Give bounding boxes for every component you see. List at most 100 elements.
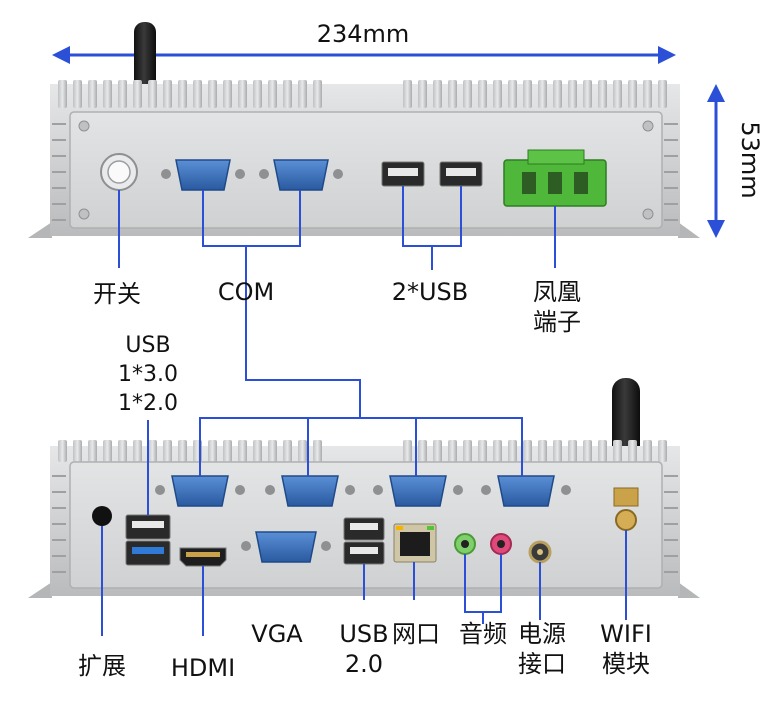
heatsink-fin [433, 80, 442, 108]
heatsink-fin [298, 440, 307, 462]
heatsink-fin [253, 80, 262, 108]
audio-jack-pink[interactable] [490, 533, 512, 555]
label-usb-rear-line2: 1*3.0 [118, 362, 178, 387]
phoenix-slot-icon [522, 172, 536, 194]
front-side-grooves [52, 123, 678, 221]
hex-screw-icon [373, 485, 383, 495]
heatsink-fin [118, 440, 127, 462]
front-screw-tl [78, 120, 90, 132]
dc-power-jack[interactable] [528, 540, 552, 564]
power-switch[interactable] [100, 153, 138, 191]
rear-com-port-1[interactable] [155, 475, 245, 507]
hex-screw-icon [561, 485, 571, 495]
front-com-port-2[interactable] [259, 159, 343, 191]
label-lan: 网口 [392, 620, 440, 648]
front-com-port-1[interactable] [161, 159, 245, 191]
heatsink-fin [433, 440, 442, 462]
rear-com-port-4[interactable] [481, 475, 571, 507]
heatsink-fin [238, 440, 247, 462]
rear-usb-label: USB 1*3.0 1*2.0 [118, 333, 178, 416]
heatsink-fin [628, 440, 637, 462]
heatsink-fin [598, 80, 607, 108]
heatsink-fin [568, 440, 577, 462]
hdmi-pins-icon [186, 552, 220, 557]
callout-com-rear-bracket [199, 417, 523, 476]
heatsink-fin [283, 440, 292, 462]
heatsink-fin [448, 440, 457, 462]
front-usb-port-1[interactable] [381, 161, 425, 187]
heatsink-fin [268, 440, 277, 462]
usb-tongue-icon [388, 168, 418, 176]
heatsink-fin [553, 80, 562, 108]
heatsink-fin [88, 440, 97, 462]
heatsink-fin [418, 80, 427, 108]
hex-screw-icon [155, 485, 165, 495]
label-com: COM [218, 278, 274, 306]
front-labels: 开关 COM 2*USB 凤凰 端子 [93, 278, 581, 336]
rear-usb-stack[interactable] [125, 514, 171, 566]
height-label: 53mm [736, 121, 764, 198]
label-power-switch: 开关 [93, 280, 141, 308]
heatsink-fin [253, 440, 262, 462]
hdmi-port[interactable] [179, 547, 227, 567]
heatsink-fin [178, 80, 187, 108]
rear-heatsink-fins [58, 440, 667, 462]
heatsink-fin [493, 80, 502, 108]
heatsink-fin [568, 80, 577, 108]
lan-socket-icon [400, 532, 430, 556]
heatsink-fin [73, 80, 82, 108]
phoenix-terminal[interactable] [503, 149, 607, 207]
rear-com-port-3[interactable] [373, 475, 463, 507]
front-usb-port-2[interactable] [439, 161, 483, 187]
callout-com-front [202, 190, 301, 247]
vga-port[interactable] [241, 531, 331, 563]
front-screw-br [642, 208, 654, 220]
front-screw-bl [78, 208, 90, 220]
db9-connector-icon [175, 159, 231, 191]
jack-hole-icon [461, 540, 469, 548]
front-right-foot [678, 222, 700, 238]
width-arrow-left-head [52, 46, 70, 64]
expansion-port[interactable] [92, 506, 112, 526]
heatsink-fin [583, 80, 592, 108]
front-antenna [134, 22, 156, 92]
width-label: 234mm [317, 20, 410, 48]
front-screw-tr [642, 120, 654, 132]
jack-hole-icon [497, 540, 505, 548]
heatsink-fin [538, 440, 547, 462]
heatsink-fin [178, 440, 187, 462]
heatsink-fin [58, 440, 67, 462]
audio-jack-green[interactable] [454, 533, 476, 555]
heatsink-fin [598, 440, 607, 462]
heatsink-fin [73, 440, 82, 462]
hex-screw-icon [333, 169, 343, 179]
db9-connector-icon [273, 159, 329, 191]
wifi-antenna-base-icon [613, 487, 639, 507]
rear-usb20-stack[interactable] [343, 517, 385, 565]
heatsink-fin [538, 80, 547, 108]
heatsink-fin [268, 80, 277, 108]
heatsink-fin [403, 80, 412, 108]
heatsink-fin [163, 440, 172, 462]
rear-com-port-2[interactable] [265, 475, 355, 507]
label-usb-rear-line1: USB [125, 333, 170, 358]
label-usb20-line2: 2.0 [345, 650, 383, 678]
heatsink-fin [658, 80, 667, 108]
heatsink-fin [658, 440, 667, 462]
heatsink-fin [463, 80, 472, 108]
label-power-line1: 电源 [518, 620, 566, 648]
heatsink-fin [103, 440, 112, 462]
heatsink-fin [133, 80, 142, 108]
heatsink-fin [133, 440, 142, 462]
heatsink-fin [523, 440, 532, 462]
wifi-module[interactable] [615, 509, 637, 531]
db9-connector-icon [281, 475, 339, 507]
sma-connector-icon [615, 509, 637, 531]
front-left-foot [28, 222, 52, 238]
lan-port[interactable] [393, 523, 437, 563]
dc-pin-icon [537, 549, 543, 555]
db9-connector-icon [497, 475, 555, 507]
rear-side-grooves [52, 475, 678, 573]
rear-callout-lines [101, 417, 627, 636]
phoenix-slot-icon [574, 172, 588, 194]
